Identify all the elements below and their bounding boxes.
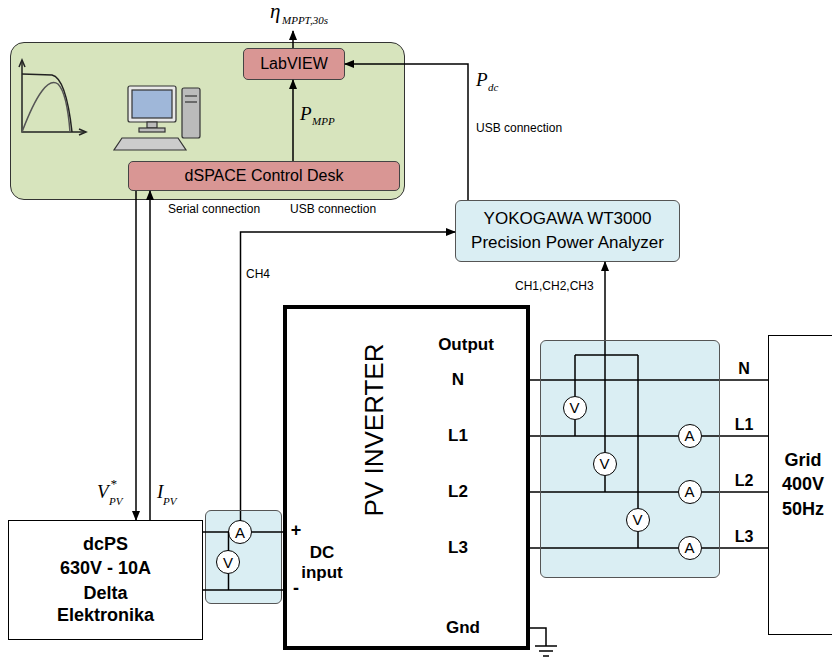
wire (282, 531, 283, 533)
meter-letter: V (569, 400, 579, 415)
box-label: 400V (782, 474, 824, 496)
output-quantity: η (270, 1, 280, 22)
inverter-title: PV INVERTER (359, 344, 390, 517)
grid-box: Grid400V 50Hz (768, 335, 832, 635)
box-label: YOKOGAWA WT3000 (484, 209, 652, 229)
ac-measurement-box: V V V A A A (540, 340, 720, 578)
meter-letter: A (684, 540, 694, 555)
meter-letter: A (235, 525, 245, 540)
signal-name: P (300, 104, 312, 123)
signal-arrow (345, 64, 468, 200)
signal-arrow (292, 80, 294, 161)
voltmeter-symbol: V (626, 508, 650, 532)
efficiency-output-arrow (292, 31, 294, 48)
box-label: 50Hz (782, 499, 824, 521)
wire (203, 589, 205, 591)
channel-label: CH4 (246, 268, 270, 280)
dc-measurement-box: AV (205, 510, 282, 604)
superscript: * (110, 477, 117, 490)
connection-label: Serial connection (168, 203, 260, 215)
connection-label: USB connection (476, 122, 562, 134)
terminal-label: L3 (448, 538, 468, 558)
meter-letter: V (632, 512, 642, 527)
ammeter-symbol: A (678, 424, 702, 448)
connection-label: USB connection (290, 203, 376, 215)
polarity-sign: + (291, 520, 302, 542)
meter-letter: V (599, 456, 609, 471)
wire (720, 491, 768, 493)
signal-name: P (476, 70, 488, 89)
wire (203, 531, 205, 533)
terminal-label: N (452, 370, 464, 390)
ammeter-symbol: A (678, 480, 702, 504)
box-label: LabVIEW (260, 54, 328, 73)
box-label: Grid (784, 450, 821, 472)
meter-letter: V (223, 555, 233, 570)
port-label: DC input (301, 543, 343, 584)
terminal-label: L1 (448, 426, 468, 446)
subscript: PV (109, 496, 122, 507)
phase-label: L1 (733, 417, 756, 433)
channel-label: CH1,CH2,CH3 (515, 280, 594, 292)
subscript: PV (163, 496, 176, 507)
wire (530, 547, 540, 549)
signal-arrow (604, 262, 606, 340)
signal-arrow (135, 191, 137, 520)
ac-meter-wiring (541, 341, 719, 548)
power-analyzer-box: YOKOGAWA WT3000Precision Power Analyzer (455, 200, 680, 262)
subscript: MPP (312, 116, 335, 127)
wire (720, 379, 768, 381)
ground-symbol (530, 628, 557, 656)
dc-power-supply-box: dcPS630V - 10A Delta Elektronika (8, 520, 203, 640)
box-label: Precision Power Analyzer (471, 233, 664, 253)
control-pc-panel: LabVIEW dSPACE Control Desk (10, 42, 405, 200)
wire (530, 435, 540, 437)
signal-name: I (157, 482, 163, 501)
inverter-box: PV INVERTER DC input+ - OutputN L1L2L3Gnd (283, 305, 530, 650)
terminal-label: Gnd (446, 618, 480, 638)
dc-meter-wiring (205, 511, 282, 590)
phase-label: N (736, 361, 752, 377)
subscript: MPPT,30s (282, 15, 328, 26)
wire (720, 435, 768, 437)
port-label: Output (438, 335, 494, 355)
voltmeter-symbol: V (593, 452, 617, 476)
wire (282, 589, 283, 591)
box-label: dSPACE Control Desk (185, 166, 344, 185)
meter-letter: A (684, 428, 694, 443)
terminal-label: L2 (448, 482, 468, 502)
software-box: LabVIEW (243, 48, 345, 80)
signal-arrow (149, 191, 151, 520)
meter-letter: A (684, 484, 694, 499)
signal-name: V (97, 482, 109, 501)
wire (530, 379, 540, 381)
wire (720, 547, 768, 549)
voltmeter-symbol: V (563, 396, 587, 420)
wire (530, 491, 540, 493)
signal-arrow (241, 232, 456, 510)
phase-label: L2 (733, 473, 756, 489)
software-box: dSPACE Control Desk (128, 161, 400, 191)
polarity-sign: - (293, 578, 299, 600)
ammeter-symbol: A (678, 536, 702, 560)
computer-icon (114, 86, 200, 150)
voltmeter-symbol: V (216, 550, 240, 574)
pv-curve-icon (19, 60, 86, 135)
box-label: dcPS (83, 534, 128, 556)
box-label: 630V - 10A (60, 558, 151, 580)
ammeter-symbol: A (228, 520, 252, 544)
subscript: dc (488, 82, 498, 93)
box-label: Delta Elektronika (48, 583, 163, 626)
phase-label: L3 (733, 529, 756, 545)
